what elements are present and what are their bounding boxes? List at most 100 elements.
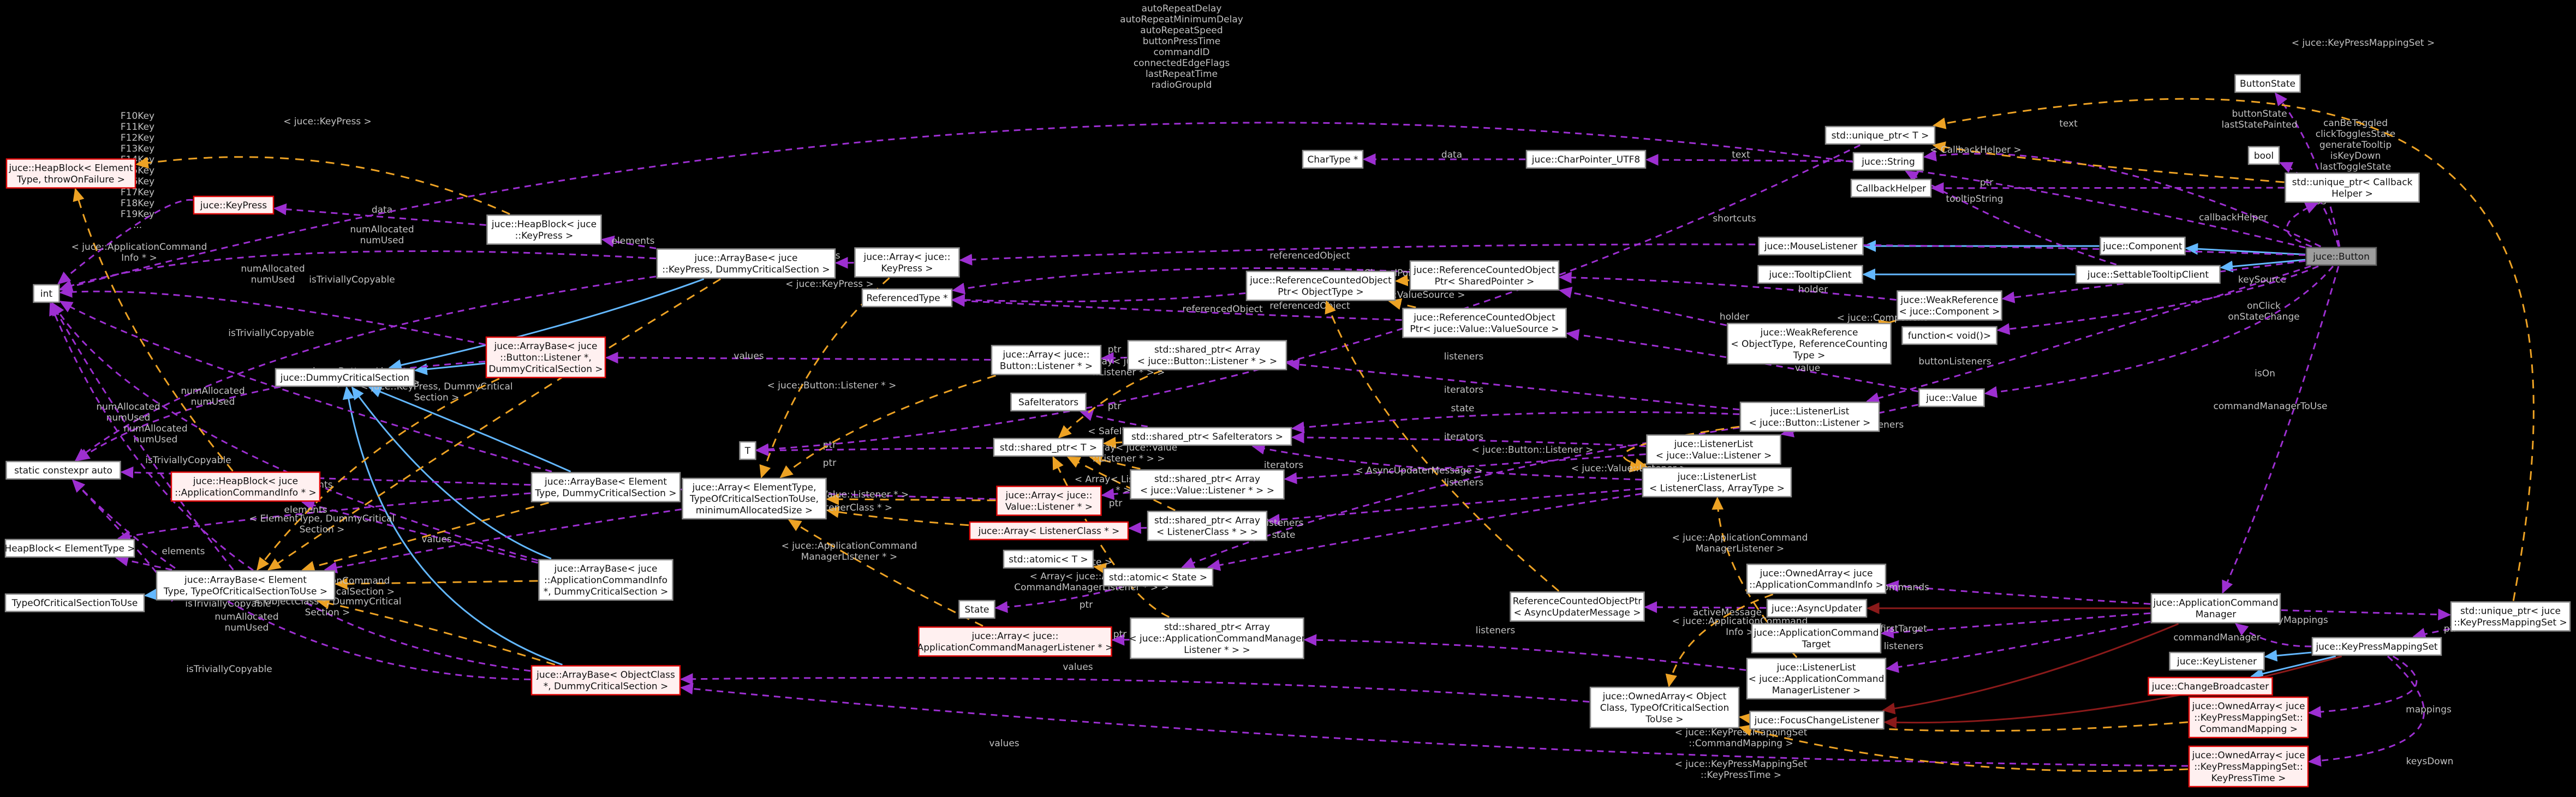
node-button[interactable]: juce::Button bbox=[2305, 247, 2377, 266]
node-int[interactable]: int bbox=[33, 284, 60, 303]
svg-text:ButtonState: ButtonState bbox=[2240, 79, 2295, 89]
node-ab_objectclass[interactable]: juce::ArrayBase< ObjectClass*, DummyCrit… bbox=[530, 665, 681, 696]
node-state[interactable]: State bbox=[958, 600, 995, 619]
node-shared_acml[interactable]: std::shared_ptr< Array< juce::Applicatio… bbox=[1129, 617, 1305, 660]
edge-owned_kpt-owned_generic bbox=[1738, 724, 2189, 772]
node-typeofcs[interactable]: TypeOfCriticalSectionToUse bbox=[4, 593, 145, 613]
node-changebroadcaster[interactable]: juce::ChangeBroadcaster bbox=[2148, 676, 2273, 696]
node-tooltipclient[interactable]: juce::TooltipClient bbox=[1757, 265, 1863, 284]
node-shared_t[interactable]: std::shared_ptr< T > bbox=[993, 438, 1104, 457]
node-shared_lsnrclass[interactable]: std::shared_ptr< Array< ListenerClass * … bbox=[1147, 511, 1268, 541]
node-unique_kpms[interactable]: std::unique_ptr< juce::KeyPressMappingSe… bbox=[2450, 601, 2571, 632]
node-listenerlist_acml[interactable]: juce::ListenerList< juce::ApplicationCom… bbox=[1746, 657, 1887, 700]
svg-text:juce::ListenerList< ListenerCl: juce::ListenerList< ListenerClass, Array… bbox=[1649, 472, 1785, 494]
edge-label: isTriviallyCopyable bbox=[145, 455, 231, 466]
node-function_void[interactable]: function< void()> bbox=[1901, 326, 1997, 345]
edge-listenerlist_gen-atomic_state bbox=[1207, 493, 1642, 571]
node-hb_kp[interactable]: juce::HeapBlock< juce::KeyPress > bbox=[486, 214, 602, 245]
node-owned_aci[interactable]: juce::OwnedArray< juce::ApplicationComma… bbox=[1746, 564, 1887, 594]
node-t_box[interactable]: T bbox=[739, 441, 756, 460]
node-buttonstate[interactable]: ButtonState bbox=[2234, 74, 2301, 93]
node-charptr_t[interactable]: CharType * bbox=[1302, 149, 1364, 169]
node-atomic_state[interactable]: std::atomic< State > bbox=[1102, 567, 1214, 587]
edge-label: < CallbackHelper > bbox=[1930, 145, 2022, 155]
node-focuschange[interactable]: juce::FocusChangeListener bbox=[1749, 710, 1885, 730]
node-listenerlist_btn[interactable]: juce::ListenerList< juce::Button::Listen… bbox=[1739, 402, 1880, 432]
node-ab_btnlsnr[interactable]: juce::ArrayBase< juce::Button::Listener … bbox=[485, 336, 606, 379]
edge-rcop_asyncmsg-rcop_objecttype bbox=[1325, 300, 1560, 592]
node-component[interactable]: juce::Component bbox=[2100, 236, 2186, 256]
edge-label: ptr bbox=[1108, 344, 1121, 355]
node-ab_kp[interactable]: juce::ArrayBase< juce::KeyPress, DummyCr… bbox=[656, 248, 836, 279]
node-asyncupdater[interactable]: juce::AsyncUpdater bbox=[1766, 598, 1868, 618]
edge-kpms-owned_cmdmap bbox=[2307, 655, 2418, 718]
node-owned_kpt[interactable]: juce::OwnedArray< juce::KeyPressMappingS… bbox=[2188, 745, 2309, 788]
node-arr_kp[interactable]: juce::Array< juce::KeyPress > bbox=[854, 247, 960, 278]
svg-text:std::unique_ptr< CallbackHelpe: std::unique_ptr< CallbackHelper > bbox=[2292, 177, 2413, 200]
node-charptr_utf8[interactable]: juce::CharPointer_UTF8 bbox=[1525, 149, 1647, 169]
edge-label: mappings bbox=[2406, 704, 2452, 715]
edge-listenerlist_btn-shared_btnlsnr bbox=[1286, 358, 1740, 411]
svg-text:juce::ReferenceCountedObjectPt: juce::ReferenceCountedObjectPtr< juce::V… bbox=[1410, 313, 1559, 335]
node-mouselistener[interactable]: juce::MouseListener bbox=[1758, 236, 1864, 256]
node-hb_aci[interactable]: juce::HeapBlock< juce::ApplicationComman… bbox=[170, 471, 321, 502]
node-arr_elemtype[interactable]: juce::Array< ElementType,TypeOfCriticalS… bbox=[682, 477, 827, 520]
node-value[interactable]: juce::Value bbox=[1918, 388, 1985, 408]
node-hb_elemtype[interactable]: HeapBlock< ElementType > bbox=[4, 538, 135, 558]
node-listenerlist_val[interactable]: juce::ListenerList< juce::Value::Listene… bbox=[1646, 434, 1781, 465]
svg-text:juce::ListenerList< juce::Valu: juce::ListenerList< juce::Value::Listene… bbox=[1656, 439, 1772, 462]
node-arr_acml[interactable]: juce::Array< juce::ApplicationCommandMan… bbox=[917, 626, 1113, 657]
edge-rcop_sharedptr-rcop_objecttype bbox=[1394, 274, 1410, 286]
node-string[interactable]: juce::String bbox=[1852, 152, 1924, 171]
edge-label: isTriviallyCopyable bbox=[185, 598, 271, 609]
node-shared_btnlsnr[interactable]: std::shared_ptr< Array< juce::Button::Li… bbox=[1127, 340, 1287, 370]
edge-listenerlist_btn-atomic_state bbox=[1181, 427, 1740, 568]
edge-button-function_void bbox=[1996, 265, 2319, 335]
svg-text:juce::OwnedArray< juce::KeyPre: juce::OwnedArray< juce::KeyPressMappingS… bbox=[2192, 750, 2305, 784]
node-cbhelper[interactable]: CallbackHelper bbox=[1850, 178, 1932, 198]
edge-button-string bbox=[1923, 149, 2322, 248]
node-keylistener[interactable]: juce::KeyListener bbox=[2169, 651, 2265, 671]
node-arr_btnlsnr[interactable]: juce::Array< juce::Button::Listener * > bbox=[991, 345, 1102, 375]
svg-text:juce::HeapBlock< ElementType,: juce::HeapBlock< ElementType, throwOnFai… bbox=[8, 163, 133, 185]
node-weakref_component[interactable]: juce::WeakReference< juce::Component > bbox=[1897, 290, 2002, 321]
node-bool[interactable]: bool bbox=[2247, 146, 2280, 165]
edge-label: values bbox=[734, 351, 764, 362]
node-arr_lsnrclass[interactable]: juce::Array< ListenerClass * > bbox=[969, 521, 1129, 541]
node-owned_cmdmap[interactable]: juce::OwnedArray< juce::KeyPressMappingS… bbox=[2188, 696, 2309, 739]
node-keypress[interactable]: juce::KeyPress bbox=[193, 195, 275, 215]
node-weakref_generic[interactable]: juce::WeakReference< ObjectType, Referen… bbox=[1727, 322, 1892, 365]
edge-listenerlist_val-shared_safeiter bbox=[1291, 432, 1646, 447]
node-ab_aci[interactable]: juce::ArrayBase< juce::ApplicationComman… bbox=[538, 559, 673, 601]
edge-listenerlist_acml-shared_acml bbox=[1303, 634, 1746, 671]
node-rcop_asyncmsg[interactable]: ReferenceCountedObjectPtr< AsyncUpdaterM… bbox=[1510, 591, 1645, 622]
svg-text:juce::TooltipClient: juce::TooltipClient bbox=[1768, 269, 1852, 280]
node-safeiter[interactable]: SafeIterators bbox=[1010, 392, 1087, 412]
node-dummycs[interactable]: juce::DummyCriticalSection bbox=[275, 368, 415, 387]
node-unique_t[interactable]: std::unique_ptr< T > bbox=[1824, 125, 1936, 145]
node-shared_valuelsnr[interactable]: std::shared_ptr< Array< juce::Value::Lis… bbox=[1130, 469, 1285, 500]
node-arr_valuelsnr[interactable]: juce::Array< juce::Value::Listener * > bbox=[996, 486, 1102, 516]
node-settabletooltip[interactable]: juce::SettableTooltipClient bbox=[2076, 265, 2221, 284]
node-listenerlist_gen[interactable]: juce::ListenerList< ListenerClass, Array… bbox=[1642, 467, 1792, 498]
edge-atomic_state-state bbox=[994, 586, 1123, 613]
node-shared_safeiter[interactable]: std::shared_ptr< SafeIterators > bbox=[1122, 427, 1292, 446]
node-atomic_t[interactable]: std::atomic< T > bbox=[1003, 549, 1094, 569]
edge-rcop_valuesource-rcop_objecttype bbox=[1388, 298, 1416, 310]
svg-text:juce::ArrayBase< juce::Applica: juce::ArrayBase< juce::ApplicationComman… bbox=[544, 564, 669, 597]
node-static_auto[interactable]: static constexpr auto bbox=[5, 460, 121, 480]
node-kpms[interactable]: juce::KeyPressMappingSet bbox=[2311, 637, 2442, 656]
node-reftype[interactable]: ReferencedType * bbox=[861, 288, 953, 308]
